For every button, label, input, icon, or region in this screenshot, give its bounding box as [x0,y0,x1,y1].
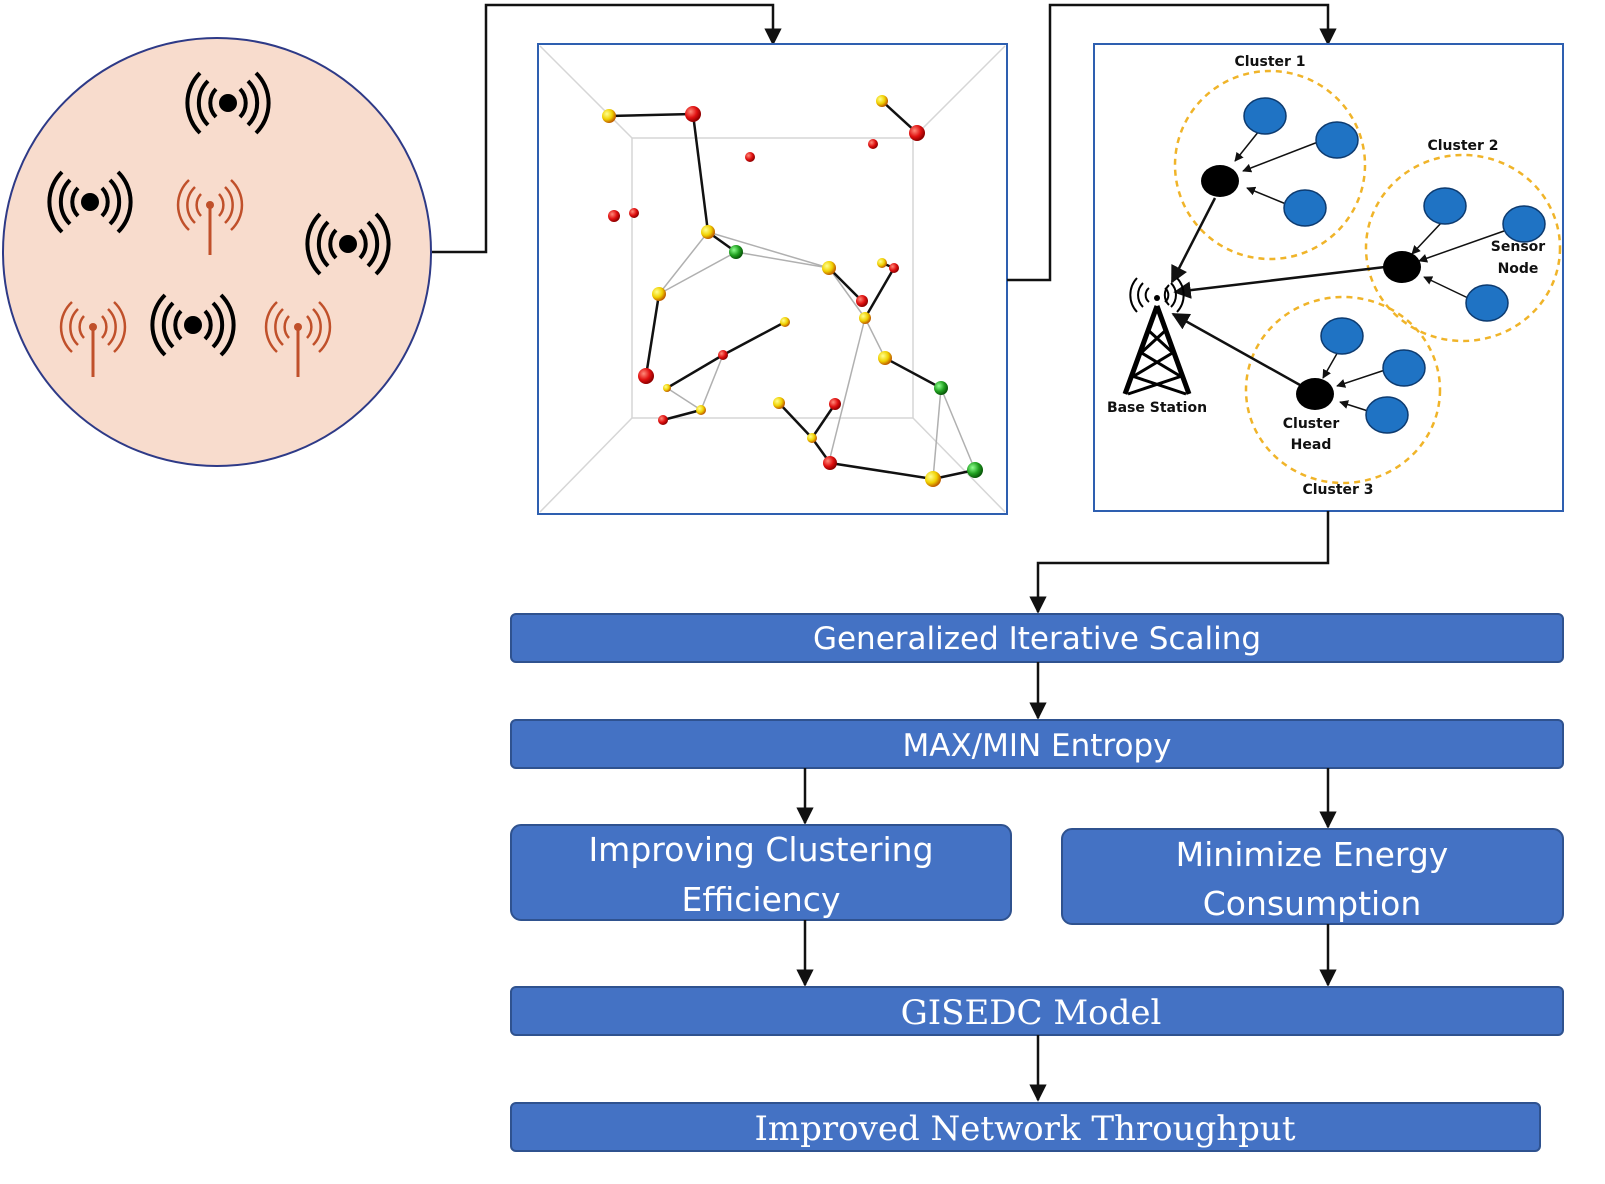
sensor-nodes [1243,97,1546,434]
connector-network-to-cluster [1007,3,1337,282]
cluster-1-label: Cluster 1 [1234,54,1305,70]
clustering-box: Improving Clustering Efficiency [510,824,1012,921]
entropy-label: MAX/MIN Entropy [902,728,1171,764]
base-station-label: Base Station [1107,400,1207,416]
cluster-heads [1201,165,1421,410]
cluster-head-label-line1: Cluster [1283,416,1340,432]
base-station-tower-icon [1122,277,1192,396]
cluster-panel: Cluster 1 Cluster 2 Cluster 3 Sensor Nod… [1093,43,1564,512]
cluster-head-label-line2: Head [1291,437,1332,453]
network-nodes [602,95,983,487]
cluster-3-label: Cluster 3 [1302,482,1373,498]
clustering-label-line1: Improving Clustering [588,830,933,869]
gis-label: Generalized Iterative Scaling [813,621,1261,657]
clustering-label-line2: Efficiency [682,880,841,919]
connector-circle-to-network [432,3,782,254]
model-box: GISEDC Model [510,986,1564,1036]
gis-box: Generalized Iterative Scaling [510,613,1564,663]
cluster-2-ring [1364,153,1562,343]
throughput-box: Improved Network Throughput [510,1102,1541,1152]
cluster-3-ring [1244,295,1442,485]
cluster-2-label: Cluster 2 [1427,138,1498,154]
entropy-box: MAX/MIN Entropy [510,719,1564,769]
throughput-label: Improved Network Throughput [754,1109,1295,1149]
energy-box: Minimize Energy Consumption [1061,828,1564,925]
energy-label-line2: Consumption [1203,884,1422,923]
network-topology-panel [537,43,1008,515]
model-label: GISEDC Model [901,993,1162,1033]
sensor-field-circle [2,37,432,467]
connector-cluster-to-gis [1029,511,1330,614]
sensor-node-label-line1: Sensor [1491,239,1545,255]
sensor-node-label-line2: Node [1498,261,1539,277]
cluster-1-ring [1173,69,1367,261]
energy-label-line1: Minimize Energy [1176,835,1449,874]
